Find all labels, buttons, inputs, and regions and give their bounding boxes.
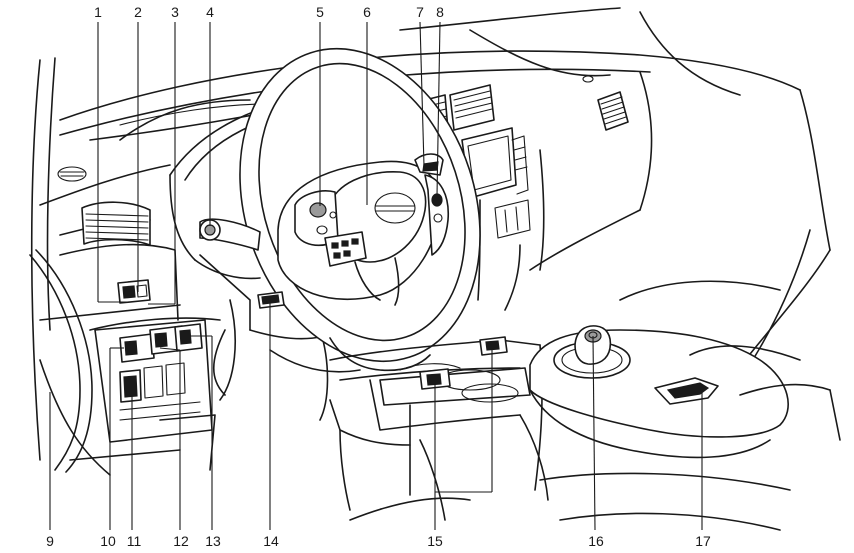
- callout-16: 16: [588, 533, 604, 549]
- callout-11: 11: [127, 533, 142, 549]
- callout-6: 6: [363, 4, 371, 20]
- center-console: [330, 337, 548, 510]
- callout-17: 17: [695, 533, 711, 549]
- callout-10: 10: [100, 533, 116, 549]
- right-stalk: [415, 154, 443, 175]
- callout-4: 4: [206, 4, 214, 20]
- callout-2: 2: [134, 4, 142, 20]
- callout-8: 8: [436, 4, 444, 20]
- shift-console: [530, 326, 840, 458]
- callout-1: 1: [94, 4, 102, 20]
- callout-9: 9: [46, 533, 54, 549]
- callout-3: 3: [171, 4, 179, 20]
- callout-14: 14: [263, 533, 279, 549]
- callout-7: 7: [416, 4, 424, 20]
- pedal-bracket: [258, 292, 284, 308]
- callout-12: 12: [173, 533, 189, 549]
- callout-5: 5: [316, 4, 324, 20]
- right-air-vent: [598, 92, 628, 130]
- callout-13: 13: [205, 533, 221, 549]
- callout-15: 15: [427, 533, 443, 549]
- door-panel: [30, 250, 92, 472]
- lower-switch-panel: [95, 320, 212, 442]
